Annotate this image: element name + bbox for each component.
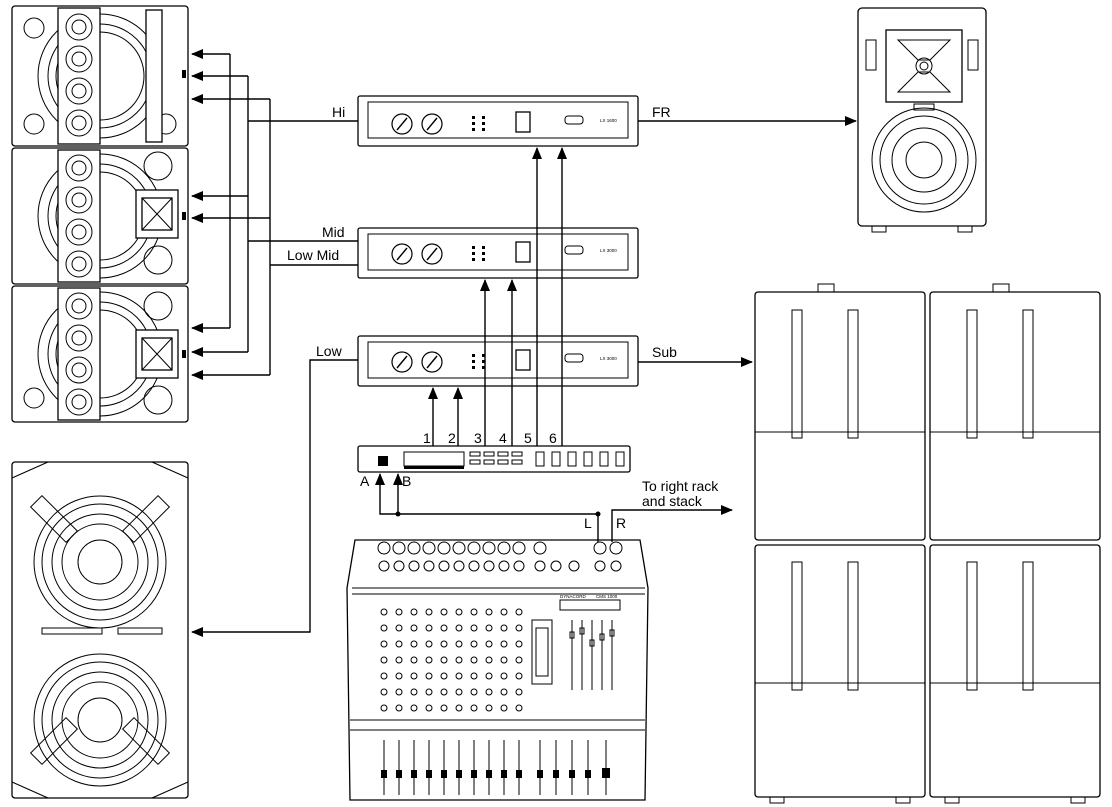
left-line-array-stack <box>11 5 189 423</box>
low-mid-label: Low Mid <box>287 247 339 263</box>
signal-wiring <box>191 49 857 637</box>
channel-2-label: 2 <box>448 430 456 446</box>
amplifier-low: LX 3000 <box>357 335 639 387</box>
diagram-labels: Hi FR Mid Low Mid Low Sub 1 2 3 4 5 6 A … <box>287 104 719 599</box>
amplifier-mid: LX 3000 <box>357 227 639 279</box>
mixer-model: CMS 1000 <box>596 594 618 599</box>
right-rack-label-line2: and stack <box>642 493 703 509</box>
right-rack-label-line1: To right rack <box>642 478 719 494</box>
hi-label: Hi <box>332 104 345 120</box>
crossover-processor <box>357 445 631 473</box>
mixer-brand: DYNACORD <box>560 594 587 599</box>
channel-1-label: 1 <box>423 430 431 446</box>
sub-cabinet-bottom-right <box>929 544 1101 804</box>
amplifier-low-model: LX 3000 <box>600 356 617 361</box>
full-range-speaker <box>857 7 987 233</box>
fr-label: FR <box>652 104 671 120</box>
amplifier-mid-model: LX 3000 <box>600 248 617 253</box>
right-subwoofer-stack <box>754 283 1101 804</box>
mixer-channel-strips <box>380 599 621 712</box>
sub-cabinet-top-right <box>929 283 1101 541</box>
mixer-right-label: R <box>616 515 626 531</box>
channel-6-label: 6 <box>549 430 557 446</box>
channel-4-label: 4 <box>499 430 507 446</box>
line-array-cabinet-middle <box>11 147 189 285</box>
low-label: Low <box>316 343 343 359</box>
channel-5-label: 5 <box>524 430 532 446</box>
input-b-label: B <box>402 473 411 489</box>
mid-label: Mid <box>322 224 345 240</box>
mixer-left-label: L <box>584 515 592 531</box>
left-double-subwoofer <box>11 461 189 799</box>
line-array-cabinet-top <box>11 5 189 147</box>
mixer-faders <box>381 740 610 795</box>
sub-cabinet-bottom-left <box>754 544 926 804</box>
sub-cabinet-top-left <box>754 283 926 541</box>
mixer-input-row <box>377 541 623 572</box>
mixing-console <box>346 539 649 801</box>
amplifier-hi: LX 1600 <box>357 95 639 147</box>
line-array-cabinet-bottom <box>11 285 189 423</box>
sub-label: Sub <box>652 344 677 360</box>
channel-3-label: 3 <box>474 430 482 446</box>
input-a-label: A <box>360 473 370 489</box>
amplifier-hi-model: LX 1600 <box>600 118 617 123</box>
